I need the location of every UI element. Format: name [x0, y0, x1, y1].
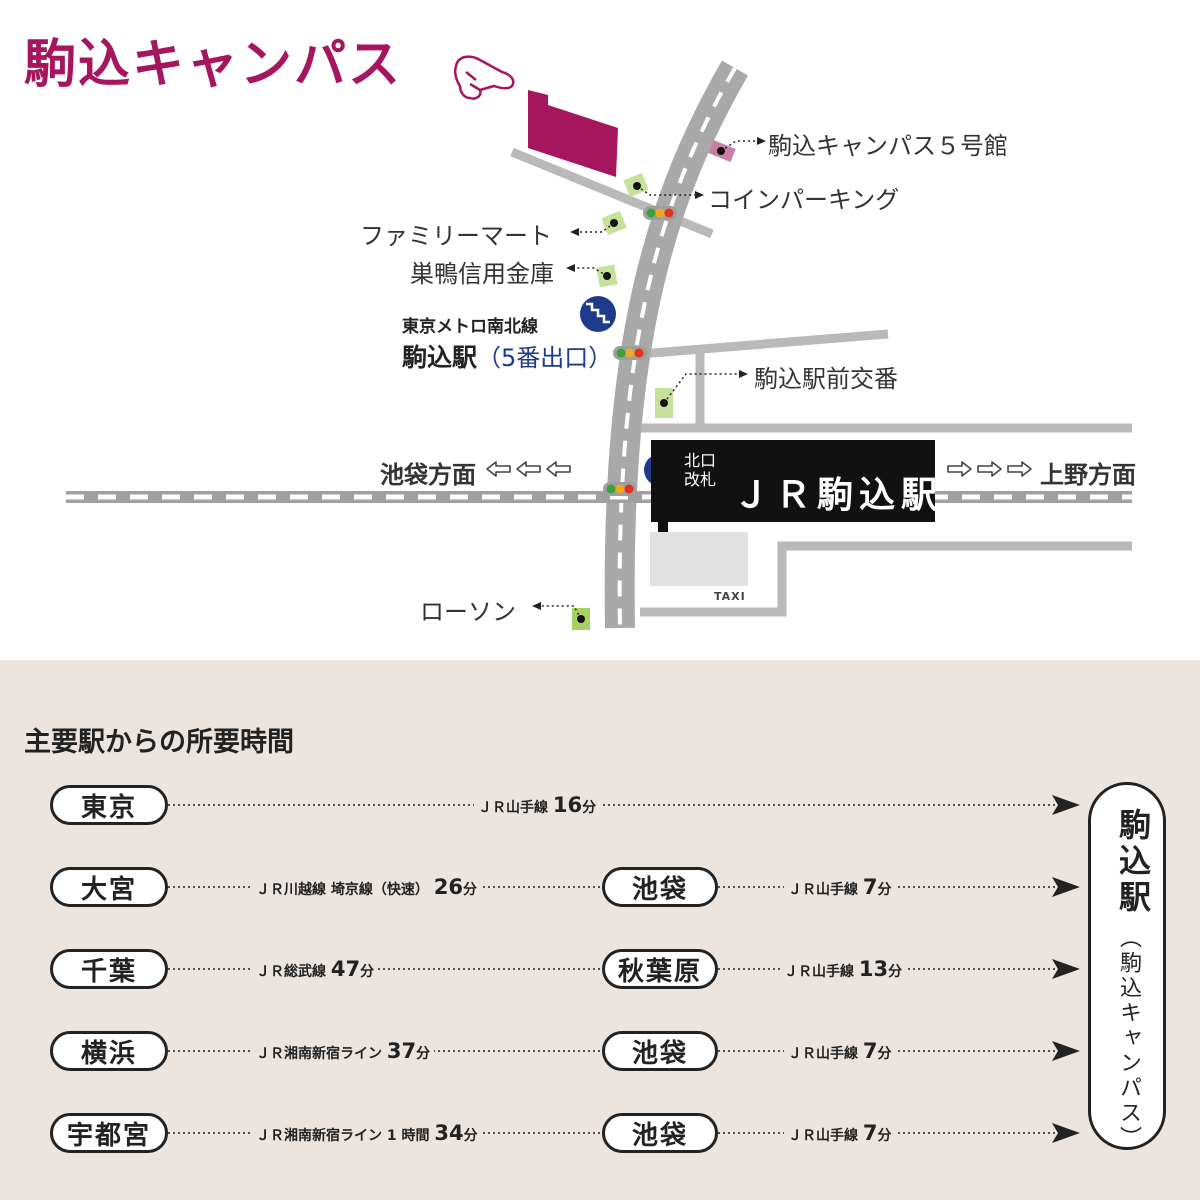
area-map: 駒込キャンパス 駒込キャンパス５号館 コインパーキング ファミリーマート 巣鴨信…	[24, 35, 1136, 630]
gate-line1: 北口	[684, 451, 717, 470]
origin-utsunomiya: 宇都宮	[50, 1113, 168, 1153]
destination-station: 駒込駅	[1114, 808, 1152, 916]
route-label: ＪＲ山手線 7分	[784, 1039, 896, 1063]
route-line: ＪＲ川越線 埼京線（快速）	[256, 882, 429, 898]
route-unit: 分	[360, 964, 375, 980]
route-unit: 分	[877, 882, 892, 898]
metro-station-label: 駒込駅（5番出口）	[402, 338, 612, 374]
route-unit: 分	[877, 1046, 892, 1062]
taxi-label: TAXI	[714, 590, 746, 603]
route-label: ＪＲ山手線 7分	[784, 875, 896, 899]
transfer-ikebukuro: 池袋	[602, 1113, 718, 1153]
street-koban	[639, 329, 889, 359]
transfer-ikebukuro: 池袋	[602, 1031, 718, 1071]
route-label: ＪＲ湘南新宿ライン 37分	[252, 1039, 435, 1063]
traffic-light-icons	[603, 206, 677, 496]
destination-box	[1088, 782, 1166, 1150]
campus-building	[528, 90, 618, 177]
route-label: ＪＲ湘南新宿ライン 1 時間 34分	[252, 1121, 482, 1145]
street-station-south	[640, 541, 1132, 617]
route-label: ＪＲ山手線 16分	[474, 793, 601, 817]
route-line: ＪＲ山手線	[478, 800, 548, 816]
panel-title: 主要駅からの所要時間	[24, 727, 294, 758]
route-unit: 分	[877, 1128, 892, 1144]
origin-yokohama: 横浜	[50, 1031, 168, 1071]
route-line: ＪＲ山手線	[788, 1046, 858, 1062]
taxi-plaza	[650, 532, 748, 586]
route-label: ＪＲ山手線 7分	[784, 1121, 896, 1145]
route-label: ＪＲ山手線 13分	[780, 957, 907, 981]
route-line: ＪＲ湘南新宿ライン 1 時間	[256, 1128, 430, 1144]
route-line: ＪＲ総武線	[256, 964, 326, 980]
route-minutes: 13	[858, 957, 889, 981]
route-minutes: 26	[433, 875, 463, 899]
west-arrows-icon	[486, 461, 571, 477]
route-unit: 分	[462, 882, 477, 898]
route-line: ＪＲ山手線	[788, 882, 858, 898]
route-unit: 分	[582, 800, 597, 816]
route-label: ＪＲ川越線 埼京線（快速） 26分	[252, 875, 481, 899]
direction-west-label: 池袋方面	[380, 461, 476, 489]
route-line: ＪＲ湘南新宿ライン	[256, 1046, 382, 1062]
metro-exit-number: （5番出口）	[477, 344, 613, 372]
route-line: ＪＲ山手線	[788, 1128, 858, 1144]
east-arrows-icon	[947, 461, 1032, 477]
route-connectors	[168, 795, 1080, 1143]
route-unit: 分	[888, 964, 903, 980]
metro-stairs-icon	[580, 296, 616, 332]
pointing-hand-icon	[453, 55, 515, 100]
leader-arrowheads	[532, 137, 766, 610]
route-minutes: 47	[330, 957, 361, 981]
route-unit: 分	[463, 1128, 478, 1144]
metro-station-name: 駒込駅	[402, 343, 478, 372]
route-minutes: 34	[434, 1121, 464, 1145]
leader-lines	[540, 140, 758, 620]
transfer-ikebukuro: 池袋	[602, 867, 718, 907]
parking-label: コインパーキング	[708, 186, 900, 214]
travel-time-panel: 主要駅からの所要時間 東京 ＪＲ山手線 16分 大宮 ＪＲ川越線 埼京線（快速）…	[0, 660, 1200, 1200]
route-minutes: 37	[386, 1039, 417, 1063]
koban-label: 駒込駅前交番	[754, 365, 898, 393]
avenue-centerline	[617, 67, 737, 629]
route-line: ＪＲ山手線	[784, 964, 854, 980]
transfer-akihabara: 秋葉原	[602, 949, 718, 989]
route-minutes: 7	[862, 875, 878, 899]
origin-chiba: 千葉	[50, 949, 168, 989]
sugamo-shinkin-label: 巣鴨信用金庫	[410, 260, 554, 288]
origin-omiya: 大宮	[50, 867, 168, 907]
route-minutes: 7	[862, 1039, 878, 1063]
direction-east-label: 上野方面	[1040, 461, 1136, 489]
lawson-label: ローソン	[420, 598, 516, 626]
metro-line-label: 東京メトロ南北線	[402, 317, 538, 337]
route-arrowheads	[1052, 795, 1080, 1143]
route-unit: 分	[416, 1046, 431, 1062]
station-exit-marker	[658, 520, 668, 532]
route-label: ＪＲ総武線 47分	[252, 957, 379, 981]
origin-tokyo: 東京	[50, 785, 168, 825]
familymart-label: ファミリーマート	[360, 222, 552, 250]
gate-line2: 改札	[684, 470, 717, 489]
route-minutes: 7	[862, 1121, 878, 1145]
campus5-label: 駒込キャンパス５号館	[768, 132, 1008, 160]
destination-campus: （駒込キャンパス）	[1116, 926, 1141, 1151]
north-gate-label: 北口改札	[684, 451, 716, 489]
jr-station-building	[651, 440, 935, 522]
jr-station-name: ＪＲ駒込駅	[733, 475, 944, 516]
campus-title: 駒込キャンパス	[24, 35, 403, 95]
map-drawing	[66, 55, 1132, 630]
route-minutes: 16	[552, 793, 583, 817]
